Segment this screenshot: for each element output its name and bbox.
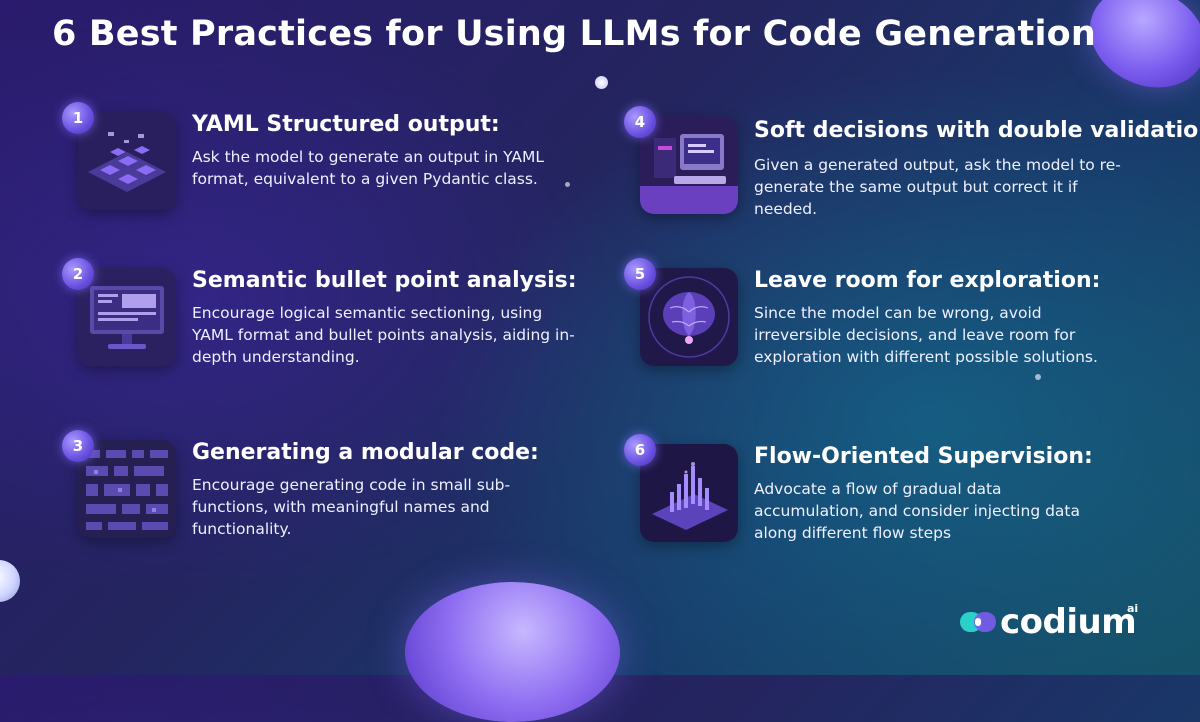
brand-logo: codium ai: [960, 600, 1139, 644]
practice-description: Encourage logical semantic sectioning, u…: [192, 304, 575, 366]
step-number-badge: 1: [62, 102, 94, 134]
practice-card-6: 6 Flow-Oriented Supervision: Advocate a …: [624, 434, 1195, 554]
practice-card-3: 3 Generating a modular code: Encourage g…: [62, 430, 598, 550]
data-bars-icon: [640, 444, 738, 542]
practice-title: Semantic bullet point analysis:: [192, 268, 577, 293]
practice-description: Ask the model to generate an output in Y…: [192, 148, 545, 188]
practice-description: Since the model can be wrong, avoid irre…: [754, 304, 1098, 366]
step-number-badge: 6: [624, 434, 656, 466]
practice-card-4: 4 Soft decisions with double validation:…: [624, 106, 1200, 226]
sparkle-dot: [595, 76, 608, 89]
decorative-orb-left: [0, 560, 20, 602]
practice-title: Generating a modular code:: [192, 440, 539, 465]
practice-card-1: 1 YAML Structured output: Ask the model …: [62, 102, 598, 222]
decorative-orb-bottom: [405, 582, 620, 722]
practice-description: Given a generated output, ask the model …: [754, 156, 1121, 218]
isometric-blocks-icon: [78, 112, 176, 210]
dashboard-monitor-icon: [78, 268, 176, 366]
retro-computer-icon: [640, 116, 738, 214]
practice-title: Flow-Oriented Supervision:: [754, 444, 1093, 469]
step-number-badge: 3: [62, 430, 94, 462]
sparkle-dot: [1035, 374, 1041, 380]
step-number-badge: 2: [62, 258, 94, 290]
circuit-board-icon: [78, 440, 176, 538]
step-number-badge: 4: [624, 106, 656, 138]
page-title: 6 Best Practices for Using LLMs for Code…: [51, 14, 1097, 54]
codium-logo-icon: [960, 612, 996, 632]
practice-card-2: 2 Semantic bullet point analysis: Encour…: [62, 258, 598, 378]
practice-title: YAML Structured output:: [192, 112, 500, 137]
brand-suffix: ai: [1127, 602, 1139, 615]
practice-card-5: 5 Leave room for exploration: Since the …: [624, 258, 1195, 378]
step-number-badge: 5: [624, 258, 656, 290]
sparkle-dot: [565, 182, 570, 187]
practice-title: Leave room for exploration:: [754, 268, 1101, 293]
practice-title: Soft decisions with double validation:: [754, 118, 1200, 143]
practice-description: Advocate a flow of gradual data accumula…: [754, 480, 1080, 542]
neural-brain-icon: [640, 268, 738, 366]
brand-name: codium: [1000, 602, 1137, 642]
practice-description: Encourage generating code in small sub-f…: [192, 476, 511, 538]
